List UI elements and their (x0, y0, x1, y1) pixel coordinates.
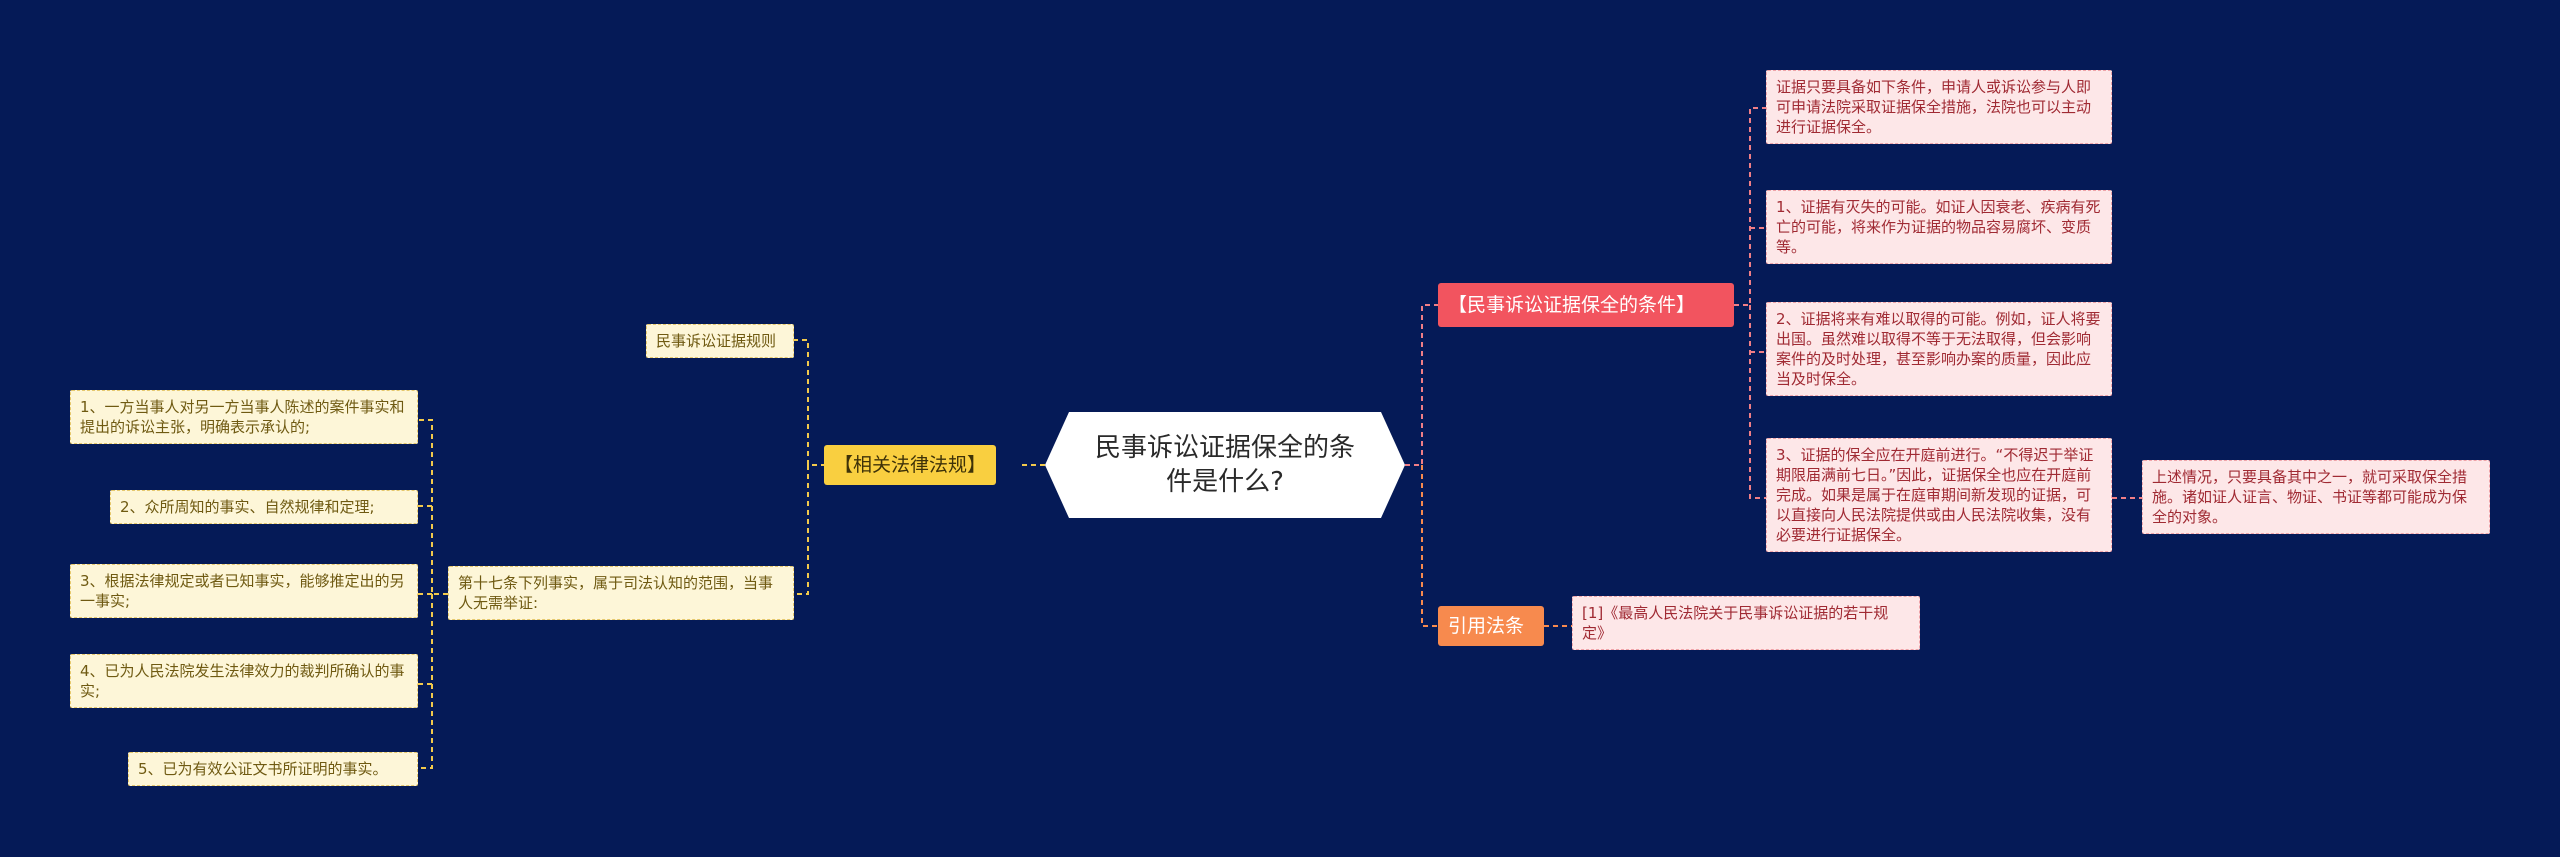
condition-summary-text: 上述情况，只要具备其中之一，就可采取保全措施。诸如证人证言、物证、书证等都可能成… (2152, 468, 2468, 526)
condition-intro-text: 证据只要具备如下条件，申请人或诉讼参与人即可申请法院采取证据保全措施，法院也可以… (1776, 78, 2092, 136)
rule-title-node[interactable]: 民事诉讼证据规则 (646, 324, 794, 358)
condition-item-1-text: 1、证据有灭失的可能。如证人因衰老、疾病有死亡的可能，将来作为证据的物品容易腐坏… (1776, 198, 2101, 256)
law-item-1-text: 1、一方当事人对另一方当事人陈述的案件事实和提出的诉讼主张，明确表示承认的; (80, 398, 405, 436)
law-item-4-text: 4、已为人民法院发生法律效力的裁判所确认的事实; (80, 662, 405, 700)
law-item-2[interactable]: 2、众所周知的事实、自然规律和定理; (110, 490, 418, 524)
branch-related-laws[interactable]: 【相关法律法规】 (824, 445, 997, 485)
law-item-1[interactable]: 1、一方当事人对另一方当事人陈述的案件事实和提出的诉讼主张，明确表示承认的; (70, 390, 418, 444)
law-item-5[interactable]: 5、已为有效公证文书所证明的事实。 (128, 752, 418, 786)
branch-citations-label: 引用法条 (1448, 615, 1525, 637)
article17-node[interactable]: 第十七条下列事实，属于司法认知的范围，当事人无需举证: (448, 566, 794, 620)
law-item-3[interactable]: 3、根据法律规定或者已知事实，能够推定出的另一事实; (70, 564, 418, 618)
citation-item[interactable]: [1]《最高人民法院关于民事诉讼证据的若干规定》 (1572, 596, 1920, 650)
condition-item-1[interactable]: 1、证据有灭失的可能。如证人因衰老、疾病有死亡的可能，将来作为证据的物品容易腐坏… (1766, 190, 2112, 264)
law-item-3-text: 3、根据法律规定或者已知事实，能够推定出的另一事实; (80, 572, 405, 610)
article17-text: 第十七条下列事实，属于司法认知的范围，当事人无需举证: (458, 574, 774, 612)
law-item-5-text: 5、已为有效公证文书所证明的事实。 (138, 760, 388, 778)
law-item-2-text: 2、众所周知的事实、自然规律和定理; (120, 498, 375, 516)
citation-item-text: [1]《最高人民法院关于民事诉讼证据的若干规定》 (1582, 604, 1889, 642)
condition-intro[interactable]: 证据只要具备如下条件，申请人或诉讼参与人即可申请法院采取证据保全措施，法院也可以… (1766, 70, 2112, 144)
central-topic-title: 民事诉讼证据保全的条件是什么? (1094, 433, 1355, 497)
condition-item-3[interactable]: 3、证据的保全应在开庭前进行。“不得迟于举证期限届满前七日。”因此，证据保全也应… (1766, 438, 2112, 552)
condition-item-2[interactable]: 2、证据将来有难以取得的可能。例如，证人将要出国。虽然难以取得不等于无法取得，但… (1766, 302, 2112, 396)
branch-preservation-conditions-label: 【民事诉讼证据保全的条件】 (1448, 294, 1696, 316)
law-item-4[interactable]: 4、已为人民法院发生法律效力的裁判所确认的事实; (70, 654, 418, 708)
branch-preservation-conditions[interactable]: 【民事诉讼证据保全的条件】 (1438, 283, 1734, 327)
condition-summary[interactable]: 上述情况，只要具备其中之一，就可采取保全措施。诸如证人证言、物证、书证等都可能成… (2142, 460, 2490, 534)
branch-citations[interactable]: 引用法条 (1438, 606, 1544, 646)
condition-item-2-text: 2、证据将来有难以取得的可能。例如，证人将要出国。虽然难以取得不等于无法取得，但… (1776, 310, 2101, 388)
central-topic[interactable]: 民事诉讼证据保全的条件是什么? (1045, 412, 1405, 518)
rule-title-text: 民事诉讼证据规则 (656, 332, 777, 350)
branch-related-laws-label: 【相关法律法规】 (834, 454, 987, 476)
condition-item-3-text: 3、证据的保全应在开庭前进行。“不得迟于举证期限届满前七日。”因此，证据保全也应… (1776, 446, 2094, 544)
